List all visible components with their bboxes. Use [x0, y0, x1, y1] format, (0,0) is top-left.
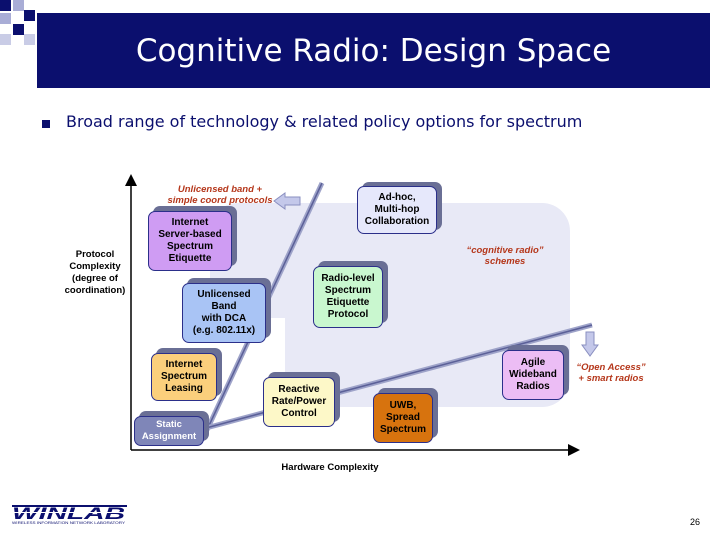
internet-server-etiquette-box: Internet Server-based Spectrum Etiquette [148, 211, 232, 271]
down-arrow-icon [581, 331, 599, 357]
reactive-rate-power-box: Reactive Rate/Power Control [263, 377, 335, 427]
winlab-logo: WINLAB WIRELESS INFORMATION NETWORK LABO… [12, 503, 127, 525]
internet-spectrum-leasing-box: Internet Spectrum Leasing [151, 353, 217, 401]
adhoc-collaboration-box: Ad-hoc, Multi-hop Collaboration [357, 186, 437, 234]
bullet-marker [42, 120, 50, 128]
cognitive-radio-annotation: “cognitive radio” schemes [466, 245, 544, 267]
corner-square [13, 0, 24, 11]
uwb-spread-spectrum-box: UWB, Spread Spectrum [373, 393, 433, 443]
bullet-text: Broad range of technology & related poli… [66, 112, 583, 131]
unlicensed-band-dca-box: Unlicensed Band with DCA (e.g. 802.11x) [182, 283, 266, 343]
corner-square [13, 24, 24, 35]
open-access-annotation: “Open Access” + smart radios [576, 362, 646, 384]
y-axis-label: Protocol Complexity (degree of coordinat… [64, 249, 126, 296]
winlab-logo-graphic: WINLAB WIRELESS INFORMATION NETWORK LABO… [12, 504, 127, 525]
svg-text:WINLAB: WINLAB [12, 504, 125, 523]
radio-level-etiquette-box: Radio-level Spectrum Etiquette Protocol [313, 266, 383, 328]
slide-title: Cognitive Radio: Design Space [135, 32, 612, 69]
corner-square [24, 34, 35, 45]
corner-square [0, 13, 11, 24]
corner-square [0, 0, 11, 11]
page-number: 26 [690, 517, 701, 527]
left-arrow-icon [273, 192, 301, 210]
corner-square [0, 34, 11, 45]
title-bar: Cognitive Radio: Design Space [37, 13, 710, 88]
agile-wideband-radios-box: Agile Wideband Radios [502, 350, 564, 400]
unlicensed-band-annotation: Unlicensed band + simple coord protocols [167, 184, 273, 206]
x-axis-label: Hardware Complexity [281, 462, 379, 473]
corner-square [24, 10, 35, 21]
svg-text:WIRELESS INFORMATION NETWORK L: WIRELESS INFORMATION NETWORK LABORATORY [12, 520, 125, 525]
static-assignment-box: Static Assignment [134, 416, 204, 446]
